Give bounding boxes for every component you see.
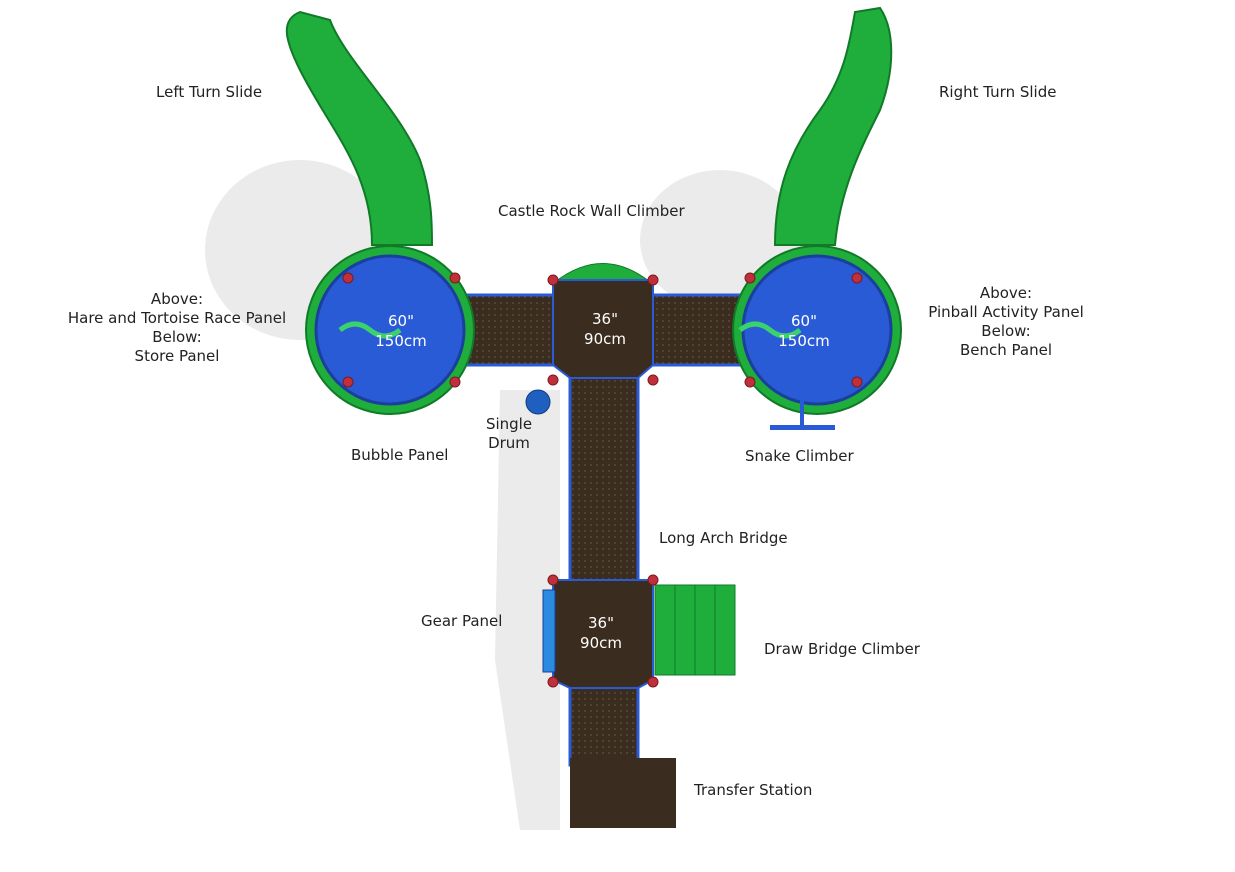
- label-line: Single: [485, 415, 533, 433]
- height-cm: 90cm: [580, 634, 622, 652]
- single-drum: [525, 389, 551, 415]
- label-line: Above:: [979, 284, 1033, 302]
- label-single-drum: Single Drum: [486, 415, 532, 453]
- label-right-turn-slide: Right Turn Slide: [939, 83, 1057, 101]
- label-line: Below:: [981, 322, 1031, 340]
- label-line: Above:: [150, 290, 204, 308]
- right-turn-slide: [773, 6, 893, 246]
- label-long-arch-bridge: Long Arch Bridge: [659, 529, 788, 547]
- label-transfer-station: Transfer Station: [694, 781, 813, 799]
- label-line: Store Panel: [134, 347, 220, 365]
- label-line: Drum: [488, 434, 530, 452]
- gear-panel: [542, 589, 556, 673]
- posts: [342, 272, 863, 688]
- label-line: Bench Panel: [959, 341, 1053, 359]
- shadows: [205, 160, 800, 830]
- draw-bridge-climber: [654, 584, 736, 676]
- long-arch-bridge: [568, 368, 640, 587]
- label-right-panels: Above: Pinball Activity Panel Below: Ben…: [928, 284, 1084, 360]
- label-left-turn-slide: Left Turn Slide: [156, 83, 263, 101]
- label-snake-climber: Snake Climber: [745, 447, 854, 465]
- height-inches: 60": [791, 312, 817, 330]
- right-deck-height: 60" 150cm: [778, 311, 830, 351]
- right-round-deck: [732, 245, 902, 430]
- right-walkway: [648, 293, 747, 367]
- label-left-panels: Above: Hare and Tortoise Race Panel Belo…: [68, 290, 286, 366]
- label-line: Hare and Tortoise Race Panel: [67, 309, 287, 327]
- label-line: Below:: [152, 328, 202, 346]
- label-castle-rock-wall-climber: Castle Rock Wall Climber: [498, 202, 685, 220]
- center-bottom-deck-height: 36" 90cm: [580, 613, 622, 653]
- left-turn-slide: [285, 10, 434, 246]
- lower-walkway: [568, 678, 640, 767]
- left-walkway: [460, 293, 559, 367]
- center-top-deck-height: 36" 90cm: [584, 309, 626, 349]
- height-cm: 150cm: [375, 332, 427, 350]
- height-inches: 60": [388, 312, 414, 330]
- left-deck-height: 60" 150cm: [375, 311, 427, 351]
- label-bubble-panel: Bubble Panel: [351, 446, 449, 464]
- label-line: Pinball Activity Panel: [928, 303, 1084, 321]
- height-cm: 150cm: [778, 332, 830, 350]
- height-cm: 90cm: [584, 330, 626, 348]
- height-inches: 36": [591, 310, 618, 328]
- left-round-deck: [305, 245, 475, 415]
- label-gear-panel: Gear Panel: [421, 612, 503, 630]
- transfer-station: [570, 758, 676, 828]
- label-draw-bridge-climber: Draw Bridge Climber: [764, 640, 920, 658]
- height-inches: 36": [587, 614, 614, 632]
